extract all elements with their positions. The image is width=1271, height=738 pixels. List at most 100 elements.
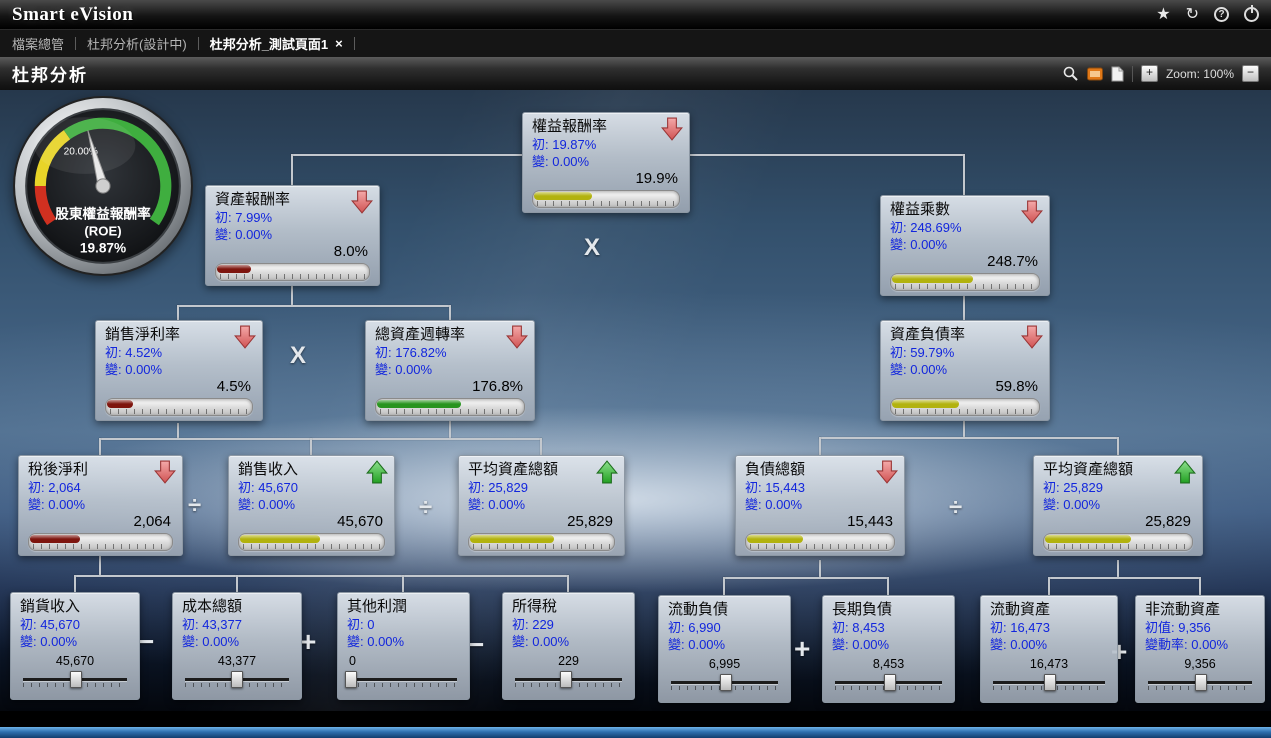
operator-symbol: X [290,342,307,369]
leaf-init: 初: 43,377 [182,617,242,632]
metric-meter [238,533,385,551]
connector-line [1199,577,1201,595]
tab-separator [197,37,199,50]
trend-up-icon [596,460,618,484]
leaf-card[interactable]: 長期負債 初: 8,453 變: 0.00% 8,453 [822,595,955,703]
leaf-card[interactable]: 流動負債 初: 6,990 變: 0.00% 6,995 [658,595,791,703]
leaf-card[interactable]: 非流動資產 初值: 9,356 變動率: 0.00% 9,356 [1135,595,1265,703]
leaf-change: 變: 0.00% [512,634,570,649]
operator-symbol: − [468,629,485,660]
metric-card[interactable]: 資產報酬率 初: 7.99% 變: 0.00% 8.0% [205,185,380,286]
slider-handle[interactable] [719,674,732,691]
metric-card[interactable]: 稅後淨利 初: 2,064 變: 0.00% 2,064 [18,455,183,556]
metric-change: 變: 0.00% [468,497,526,512]
leaf-value: 8,453 [872,657,905,671]
metric-card[interactable]: 平均資產總額 初: 25,829 變: 0.00% 25,829 [1033,455,1203,556]
connector-line [449,305,451,320]
metric-init: 初: 2,064 [28,480,81,495]
favorite-star-icon[interactable]: ★ [1156,5,1171,23]
metric-card[interactable]: 權益報酬率 初: 19.87% 變: 0.00% 19.9% [522,112,690,213]
header-icon-group: ★ ↻ ? [1156,5,1259,23]
leaf-init: 初: 0 [347,617,375,632]
slider-handle[interactable] [230,671,243,688]
metric-title: 負債總額 [745,461,806,478]
connector-line [177,423,179,439]
leaf-card[interactable]: 銷貨收入 初: 45,670 變: 0.00% 45,670 [10,592,140,700]
document-icon[interactable] [1111,66,1124,82]
value-slider[interactable] [345,670,460,691]
leaf-card[interactable]: 其他利潤 初: 0 變: 0.00% 0 [337,592,470,700]
metric-card[interactable]: 銷售淨利率 初: 4.52% 變: 0.00% 4.5% [95,320,263,421]
leaf-title: 流動資產 [990,601,1051,618]
operator-symbol: + [300,626,317,657]
value-slider[interactable] [668,673,781,694]
value-slider[interactable] [182,670,292,691]
toolbar-separator [1131,65,1133,82]
connector-line [1048,577,1050,595]
zoom-search-icon[interactable] [1062,65,1079,82]
metric-card[interactable]: 資產負債率 初: 59.79% 變: 0.00% 59.8% [880,320,1050,421]
leaf-init: 初: 8,453 [832,620,885,635]
bottom-blue-bar [0,727,1271,738]
trend-down-icon [1021,200,1043,224]
slider-track [350,678,457,681]
value-slider[interactable] [990,673,1108,694]
connector-line [402,575,404,592]
meter-fill [892,275,974,283]
value-slider[interactable] [832,673,945,694]
slider-handle[interactable] [560,671,573,688]
metric-meter [468,533,615,551]
value-slider[interactable] [1145,673,1255,694]
tab-file-explorer[interactable]: 檔案總管 [12,34,64,53]
metric-card[interactable]: 權益乘數 初: 248.69% 變: 0.00% 248.7% [880,195,1050,296]
connector-line [540,438,542,455]
gauge-red-arc [34,185,57,226]
metric-card[interactable]: 平均資產總額 初: 25,829 變: 0.00% 25,829 [458,455,625,556]
zoom-out-button[interactable]: − [1242,65,1259,82]
metric-meter [1043,533,1193,551]
metric-change: 變: 0.00% [105,362,163,377]
metric-meter [375,398,525,416]
metric-card[interactable]: 負債總額 初: 15,443 變: 0.00% 15,443 [735,455,905,556]
power-icon[interactable] [1244,7,1259,22]
tab-dupont-testpage[interactable]: 杜邦分析_測試頁面1 × [210,34,343,53]
value-slider[interactable] [20,670,130,691]
metric-change: 變: 0.00% [890,362,948,377]
metric-title: 權益報酬率 [532,118,608,135]
card-layer: 權益報酬率 初: 19.87% 變: 0.00% 19.9% 資產報酬率 初: … [0,90,1271,711]
tab-dupont-design[interactable]: 杜邦分析(設計中) [87,34,187,53]
tab-close-icon[interactable]: × [335,36,343,51]
help-icon[interactable]: ? [1214,7,1229,22]
slider-handle[interactable] [345,671,358,688]
trend-down-icon [506,325,528,349]
app-title: Smart eVision [12,3,134,25]
leaf-value: 9,356 [1184,657,1216,671]
gauge-title: 股東權益報酬率 [55,205,151,221]
connector-line [1048,577,1201,579]
meter-fill [747,535,804,543]
leaf-card[interactable]: 流動資產 初: 16,473 變: 0.00% 16,473 [980,595,1118,703]
metric-card[interactable]: 銷售收入 初: 45,670 變: 0.00% 45,670 [228,455,395,556]
metric-title: 資產負債率 [890,326,966,343]
slider-handle[interactable] [883,674,896,691]
export-slideshow-icon[interactable] [1086,67,1103,81]
meter-fill [534,192,593,200]
metric-card[interactable]: 總資產週轉率 初: 176.82% 變: 0.00% 176.8% [365,320,535,421]
leaf-change: 變動率: 0.00% [1145,637,1229,652]
slider-handle[interactable] [1195,674,1207,691]
connector-line [291,154,522,156]
metric-change: 變: 0.00% [532,154,590,169]
connector-line [74,575,76,592]
gauge-tick-label: 20.00% [64,147,98,158]
value-slider[interactable] [512,670,625,691]
zoom-in-button[interactable]: + [1140,65,1158,82]
slider-handle[interactable] [70,671,82,688]
roe-gauge[interactable]: 20.00% 股東權益報酬率 (ROE) 19.87% [12,95,194,277]
refresh-icon[interactable]: ↻ [1185,5,1199,23]
metric-value: 15,443 [847,513,893,530]
connector-line [567,575,569,592]
slider-handle[interactable] [1044,674,1056,691]
leaf-card[interactable]: 所得稅 初: 229 變: 0.00% 229 [502,592,635,700]
connector-line [1117,560,1119,578]
leaf-card[interactable]: 成本總額 初: 43,377 變: 0.00% 43,377 [172,592,302,700]
